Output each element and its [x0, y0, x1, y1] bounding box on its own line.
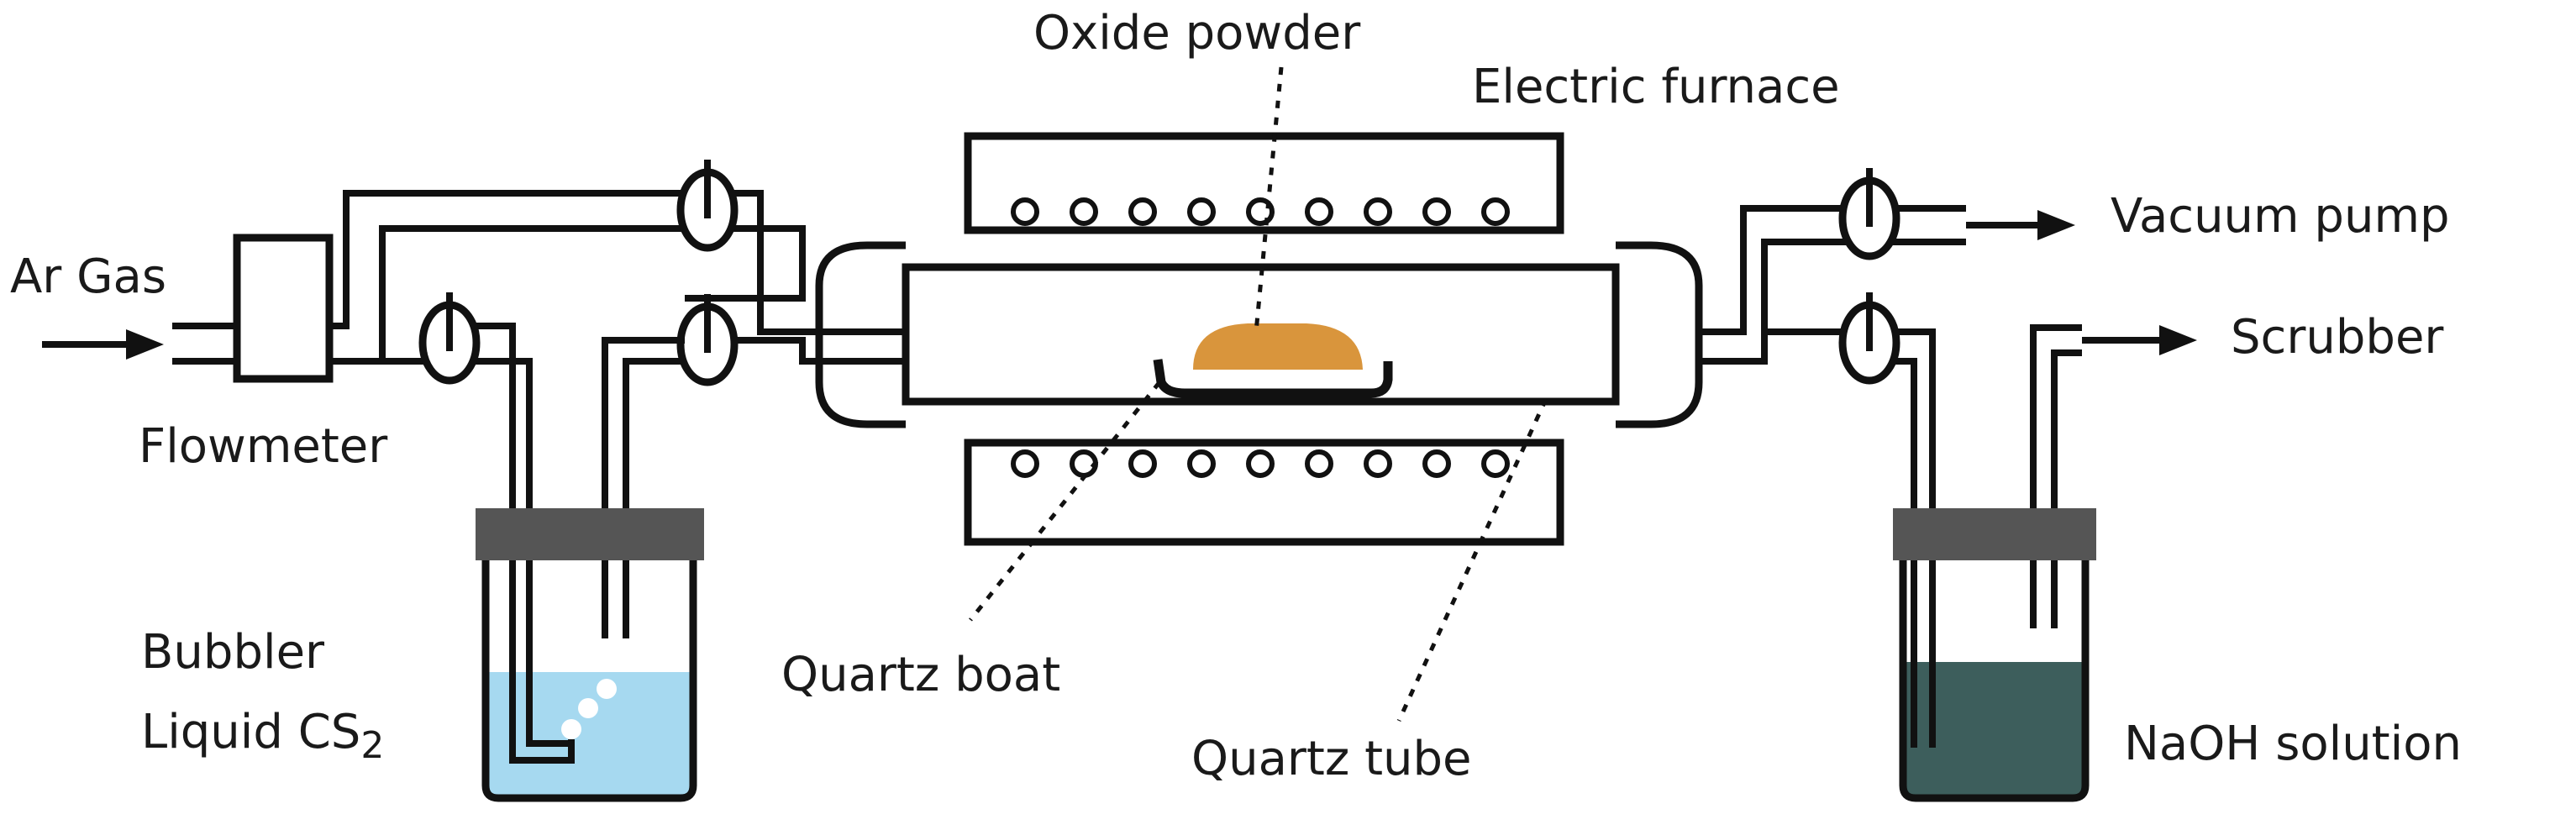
- naoh-trap: [1893, 508, 2096, 802]
- naoh-stopper: [1893, 508, 2096, 560]
- valve-left-tube-inlet: [676, 294, 739, 386]
- oxide-powder: [1193, 323, 1363, 370]
- ar-gas-inlet-arrow: [42, 329, 164, 360]
- bubble: [578, 698, 598, 718]
- label-scrubber: Scrubber: [2231, 310, 2444, 365]
- leader-quartz-tube: [1396, 397, 1548, 722]
- naoh-liquid: [1903, 662, 2085, 798]
- leader-oxide-powder: [1254, 66, 1284, 333]
- bubbler: [476, 508, 704, 802]
- label-liquid-cs2: Liquid CS2: [141, 705, 384, 767]
- valve-left-bypass-upper: [676, 160, 739, 252]
- valve-vacuum-line: [1838, 168, 1900, 260]
- electric-furnace-lower: [964, 439, 1564, 546]
- quartz-boat: [1153, 323, 1393, 398]
- label-cs2-subscript: 2: [360, 724, 384, 767]
- label-flowmeter: Flowmeter: [139, 419, 388, 474]
- label-quartz-boat: Quartz boat: [781, 648, 1060, 702]
- bubbler-stopper: [476, 508, 704, 560]
- bubbler-liquid: [486, 672, 693, 798]
- label-liquid-cs2-text: Liquid CS: [141, 705, 360, 759]
- label-bubbler: Bubbler: [141, 625, 325, 680]
- valve-bubbler-inlet: [418, 292, 481, 385]
- valve-scrubber-line: [1838, 292, 1900, 385]
- scrubber-arrow: [2082, 325, 2197, 355]
- leader-quartz-boat: [969, 381, 1161, 622]
- left-pipe-network: [329, 190, 895, 508]
- bubble: [597, 679, 617, 699]
- right-pipe-network: [1699, 205, 2082, 508]
- flowmeter: [233, 234, 334, 383]
- label-naoh-solution: NaOH solution: [2124, 717, 2462, 771]
- label-ar-gas: Ar Gas: [10, 250, 166, 304]
- label-oxide-powder: Oxide powder: [1033, 6, 1361, 60]
- label-quartz-tube: Quartz tube: [1191, 732, 1472, 786]
- inlet-pipe: [172, 323, 237, 365]
- label-electric-furnace: Electric furnace: [1472, 60, 1840, 114]
- electric-furnace-upper: [964, 132, 1564, 234]
- bubble: [561, 719, 581, 739]
- vacuum-pump-arrow: [1966, 210, 2075, 240]
- label-vacuum-pump: Vacuum pump: [2111, 189, 2450, 244]
